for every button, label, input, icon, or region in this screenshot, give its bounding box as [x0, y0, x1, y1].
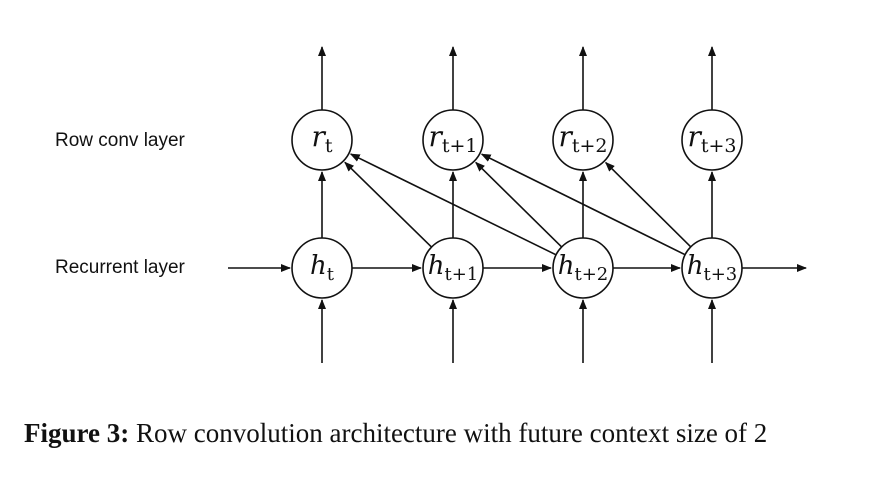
recurrent-node-1: ht [291, 237, 353, 299]
caption-text: Row convolution architecture with future… [129, 418, 768, 448]
row-conv-node-2-circle [422, 109, 484, 171]
context-arrow-h2-r1 [344, 161, 433, 248]
row-conv-layer-label: Row conv layer [55, 130, 185, 151]
recurrent-node-2: ht+1 [422, 237, 484, 299]
context-arrow-h4-r2 [480, 153, 686, 256]
recurrent-node-2-label: ht+1 [428, 251, 479, 285]
figure-caption: Figure 3: Row convolution architecture w… [24, 418, 767, 449]
row-conv-node-4: rt+3 [681, 109, 743, 171]
recurrent-node-3: ht+2 [552, 237, 614, 299]
recurrent-node-1-label: ht [310, 251, 335, 285]
row-conv-node-1-circle [291, 109, 353, 171]
recurrent-node-4-label: ht+3 [687, 251, 738, 285]
row-conv-node-1: rt [291, 109, 353, 171]
context-arrow-h3-r1 [349, 153, 557, 256]
row-conv-node-3-circle [552, 109, 614, 171]
caption-prefix: Figure 3: [24, 418, 130, 448]
recurrent-node-2-circle [422, 237, 484, 299]
row-conv-node-3-label: rt+2 [558, 120, 607, 157]
row-conv-node-2-label: rt+1 [428, 120, 477, 157]
row-conv-node-4-circle [681, 109, 743, 171]
recurrent-node-4-circle [681, 237, 743, 299]
recurrent-node-4: ht+3 [681, 237, 743, 299]
recurrent-layer-label: Recurrent layer [55, 257, 185, 278]
context-arrow-h3-r2 [475, 161, 563, 248]
context-arrow-h4-r3 [605, 161, 692, 248]
recurrent-node-1-circle [291, 237, 353, 299]
row-conv-node-3: rt+2 [552, 109, 614, 171]
row-conv-node-4-label: rt+3 [687, 120, 736, 157]
row-conv-node-2: rt+1 [422, 109, 484, 171]
row-conv-node-1-label: rt [311, 120, 332, 157]
recurrent-node-3-circle [552, 237, 614, 299]
recurrent-node-3-label: ht+2 [558, 251, 609, 285]
